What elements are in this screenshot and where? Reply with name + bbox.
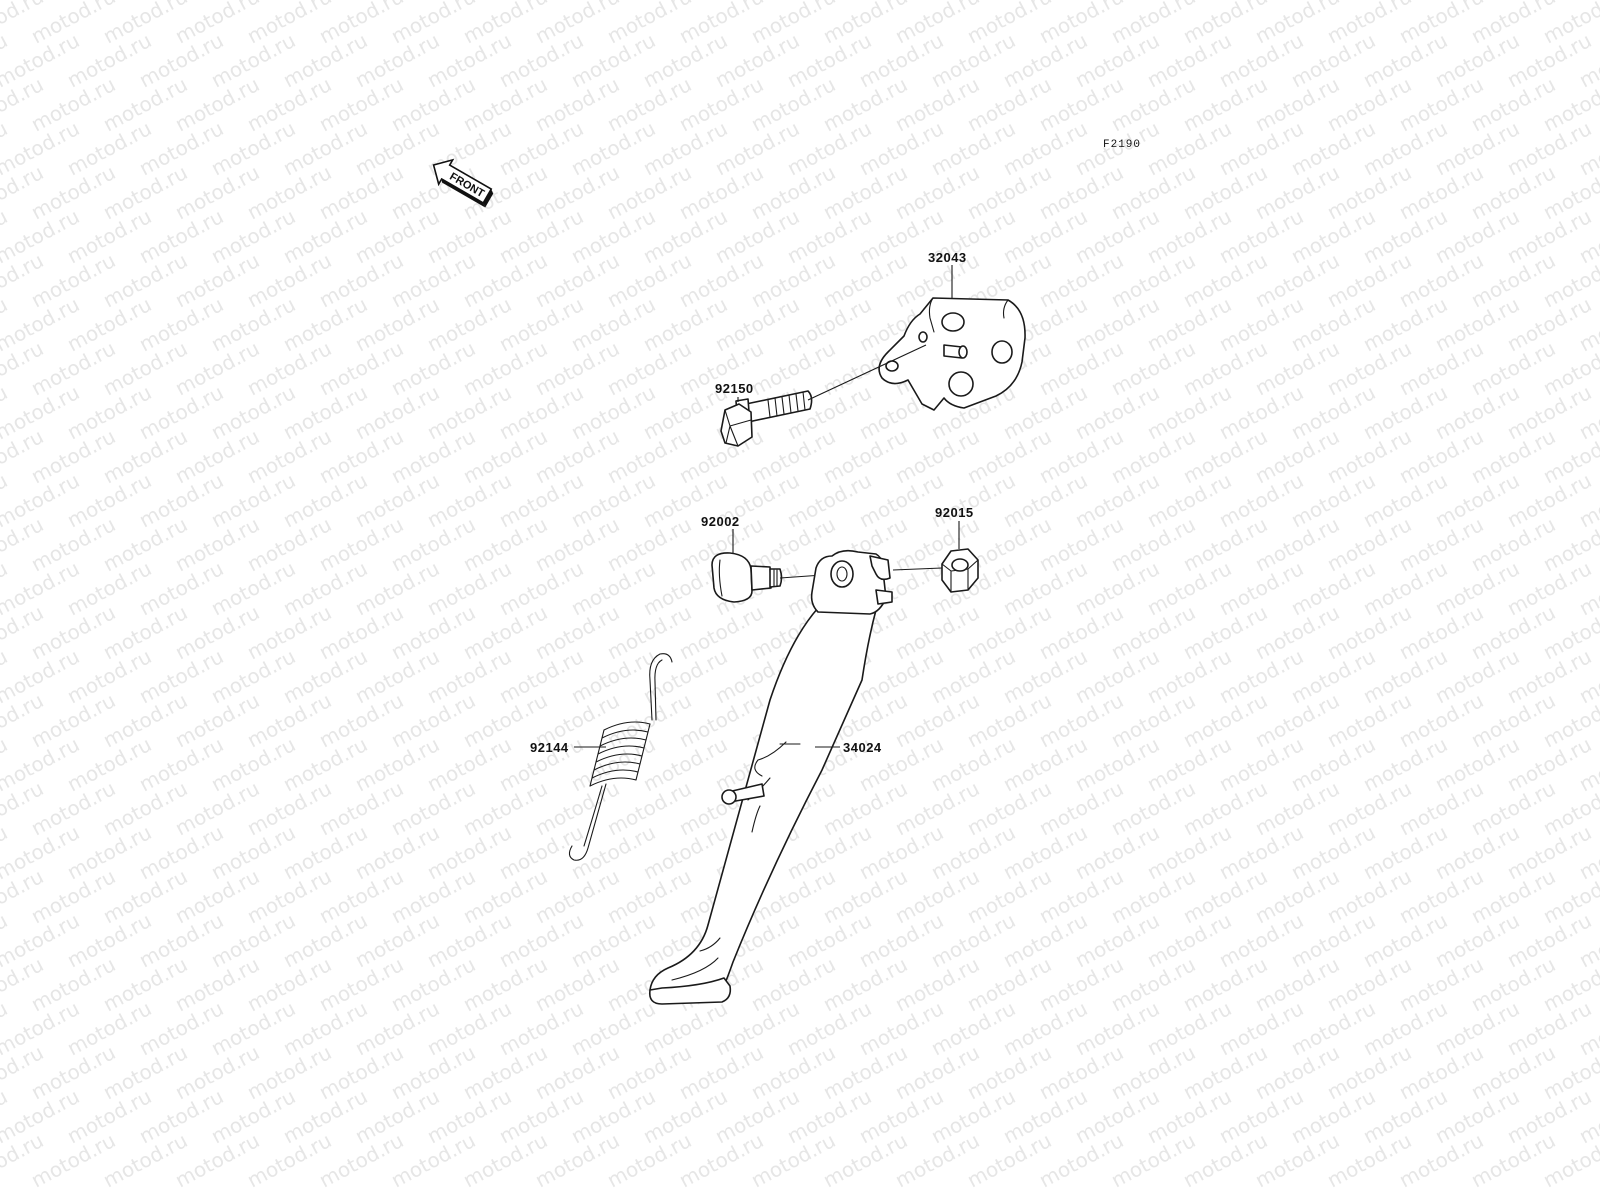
figure-id: F2190 bbox=[1103, 139, 1141, 151]
bracket-part[interactable] bbox=[878, 297, 1026, 411]
part-label-32043: 32043 bbox=[928, 250, 967, 265]
side-stand-part[interactable] bbox=[648, 549, 893, 1005]
part-label-92015: 92015 bbox=[935, 505, 974, 520]
part-label-92144: 92144 bbox=[530, 740, 569, 755]
part-label-92002: 92002 bbox=[701, 514, 740, 529]
nut-part[interactable] bbox=[941, 548, 979, 593]
bolt-long-part[interactable] bbox=[720, 390, 813, 447]
front-arrow-icon: FRONT bbox=[432, 158, 494, 208]
part-label-92150: 92150 bbox=[715, 381, 754, 396]
spring-part[interactable] bbox=[568, 653, 673, 861]
part-label-34024: 34024 bbox=[843, 740, 882, 755]
bolt-pivot-part[interactable] bbox=[711, 552, 783, 603]
